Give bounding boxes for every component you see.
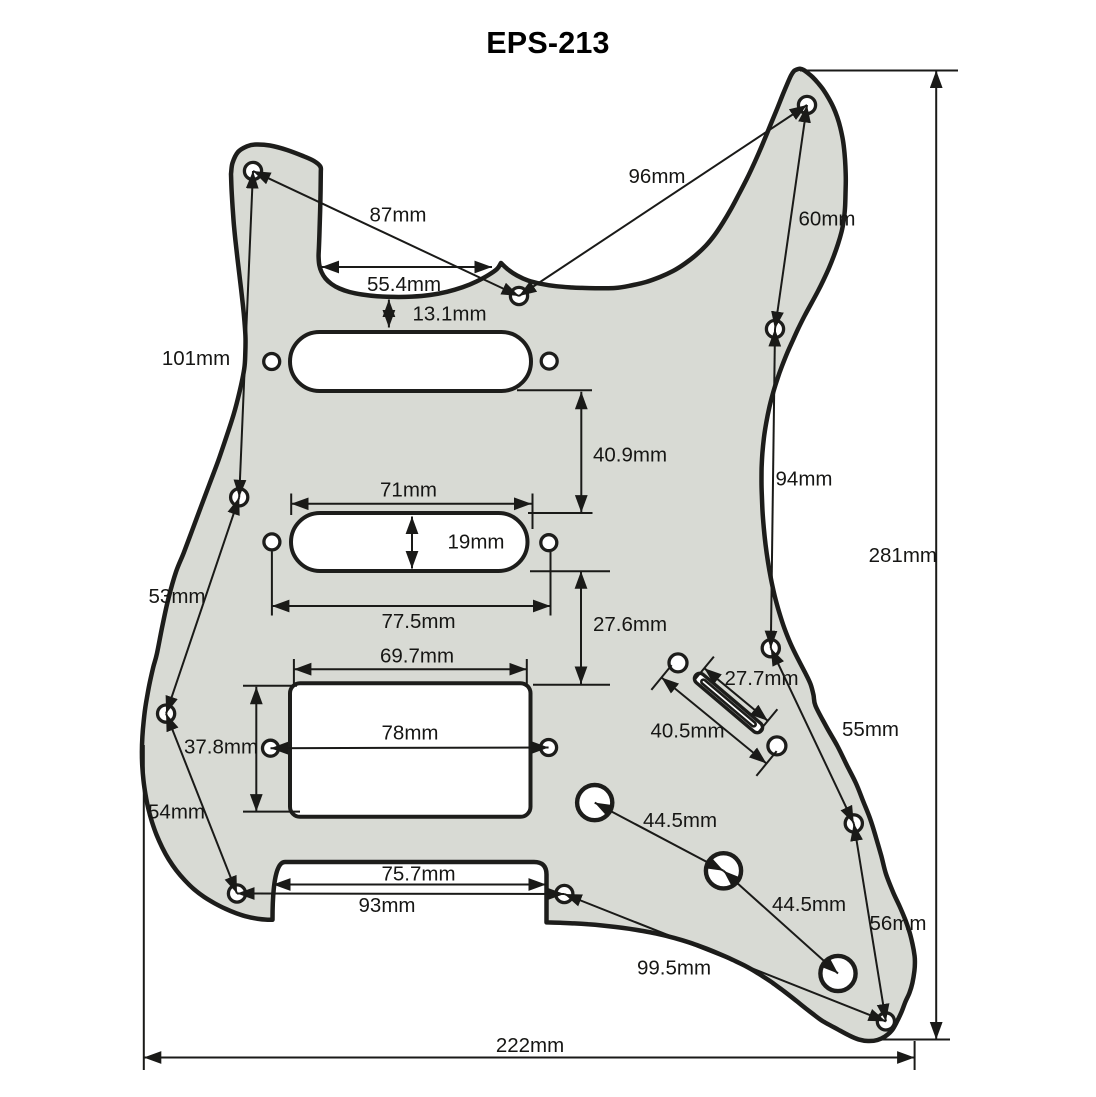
dim-54mm: 54mm — [148, 713, 238, 894]
dim-55.4mm: 55.4mm — [321, 260, 492, 296]
dim-75.7mm: 75.7mm — [273, 863, 546, 891]
screw-hole-middle-pickup-right — [539, 533, 559, 553]
dim-40.5mm: 40.5mm — [650, 664, 778, 777]
neck-pickup-cutout — [288, 330, 533, 393]
dimension-label: 56mm — [870, 912, 927, 935]
dimension-line — [771, 104, 811, 330]
dimension-label: 96mm — [629, 165, 686, 188]
dimension-line — [270, 741, 549, 755]
dimension-label: 44.5mm — [643, 809, 717, 832]
bridge-humbucker-cutout — [288, 681, 533, 819]
dimension-label: 27.6mm — [593, 613, 667, 636]
dimension-label: 27.7mm — [724, 667, 798, 690]
dim-40.9mm: 40.9mm — [517, 389, 667, 514]
dim-77.5mm: 77.5mm — [270, 551, 552, 633]
dim-87mm: 87mm — [252, 170, 520, 297]
dimension-line — [165, 713, 238, 894]
dim-56mm: 56mm — [850, 823, 927, 1022]
dimension-line — [764, 328, 782, 649]
dimension-label: 281mm — [869, 544, 937, 567]
dimension-line — [165, 496, 241, 714]
dimension-line — [518, 104, 808, 297]
dim-55mm: 55mm — [769, 647, 899, 824]
dim-281mm: 281mm — [800, 69, 958, 1041]
dimension-label: 69.7mm — [380, 645, 454, 668]
extension-tick — [693, 656, 715, 681]
dim-78mm: 78mm — [270, 722, 549, 755]
dimension-label: 44.5mm — [772, 893, 846, 916]
dimension-label: 19mm — [448, 530, 505, 553]
dim-13.1mm: 13.1mm — [382, 299, 487, 328]
dimension-line — [660, 676, 768, 765]
dim-93mm: 93mm — [236, 887, 565, 917]
dimension-label: 75.7mm — [381, 863, 455, 886]
dimension-label: 13.1mm — [412, 302, 486, 325]
dim-27.6mm: 27.6mm — [530, 570, 667, 686]
dim-60mm: 60mm — [771, 104, 856, 330]
dim-44.5mm-a: 44.5mm — [594, 801, 724, 872]
dimension-label: 78mm — [382, 722, 439, 745]
dimension-label: 40.9mm — [593, 444, 667, 467]
dimension-label: 77.5mm — [381, 610, 455, 633]
screw-hole-switch-upper — [667, 652, 689, 674]
dimension-label: 99.5mm — [637, 957, 711, 980]
dimension-label: 40.5mm — [650, 720, 724, 743]
dimension-label: 54mm — [148, 801, 205, 824]
screw-hole-neck-pickup-left — [262, 351, 282, 372]
screw-hole-middle-pickup-left — [262, 532, 282, 552]
dimension-label: 60mm — [799, 208, 856, 231]
dim-69.7mm: 69.7mm — [292, 645, 528, 687]
dimension-line — [233, 170, 259, 498]
dim-222mm: 222mm — [142, 745, 916, 1070]
dim-44.5mm-b: 44.5mm — [722, 870, 846, 975]
dimension-layer: 87mm 96mm 101mm 53mm 54mm 93mm 99.5mm 60mm 94mm 5… — [142, 69, 958, 1070]
dimension-label: 94mm — [776, 468, 833, 491]
dimension-label: 53mm — [149, 585, 206, 608]
dim-94mm: 94mm — [764, 328, 833, 649]
dim-96mm: 96mm — [518, 104, 808, 297]
dim-37.8mm: 37.8mm — [184, 684, 300, 813]
dim-101mm: 101mm — [162, 170, 259, 498]
dimension-line — [722, 870, 839, 975]
dimension-label: 93mm — [359, 894, 416, 917]
dimension-line — [252, 170, 520, 297]
dimension-line — [850, 823, 890, 1022]
dimension-line — [236, 887, 565, 901]
dimension-line — [594, 801, 724, 872]
drawing-title: EPS-213 — [486, 26, 610, 60]
dimension-label: 55mm — [842, 718, 899, 741]
dimension-line — [769, 647, 855, 824]
dim-71mm: 71mm — [290, 479, 534, 529]
dim-53mm: 53mm — [149, 496, 241, 714]
dim-19mm: 19mm — [405, 516, 505, 569]
dimension-label: 71mm — [380, 479, 437, 502]
dimension-label: 101mm — [162, 347, 230, 370]
dimension-label: 222mm — [496, 1034, 564, 1057]
dimension-label: 37.8mm — [184, 736, 258, 759]
screw-hole-neck-pickup-right — [539, 351, 559, 371]
dimension-label: 87mm — [370, 204, 427, 227]
dimension-label: 55.4mm — [367, 273, 441, 296]
